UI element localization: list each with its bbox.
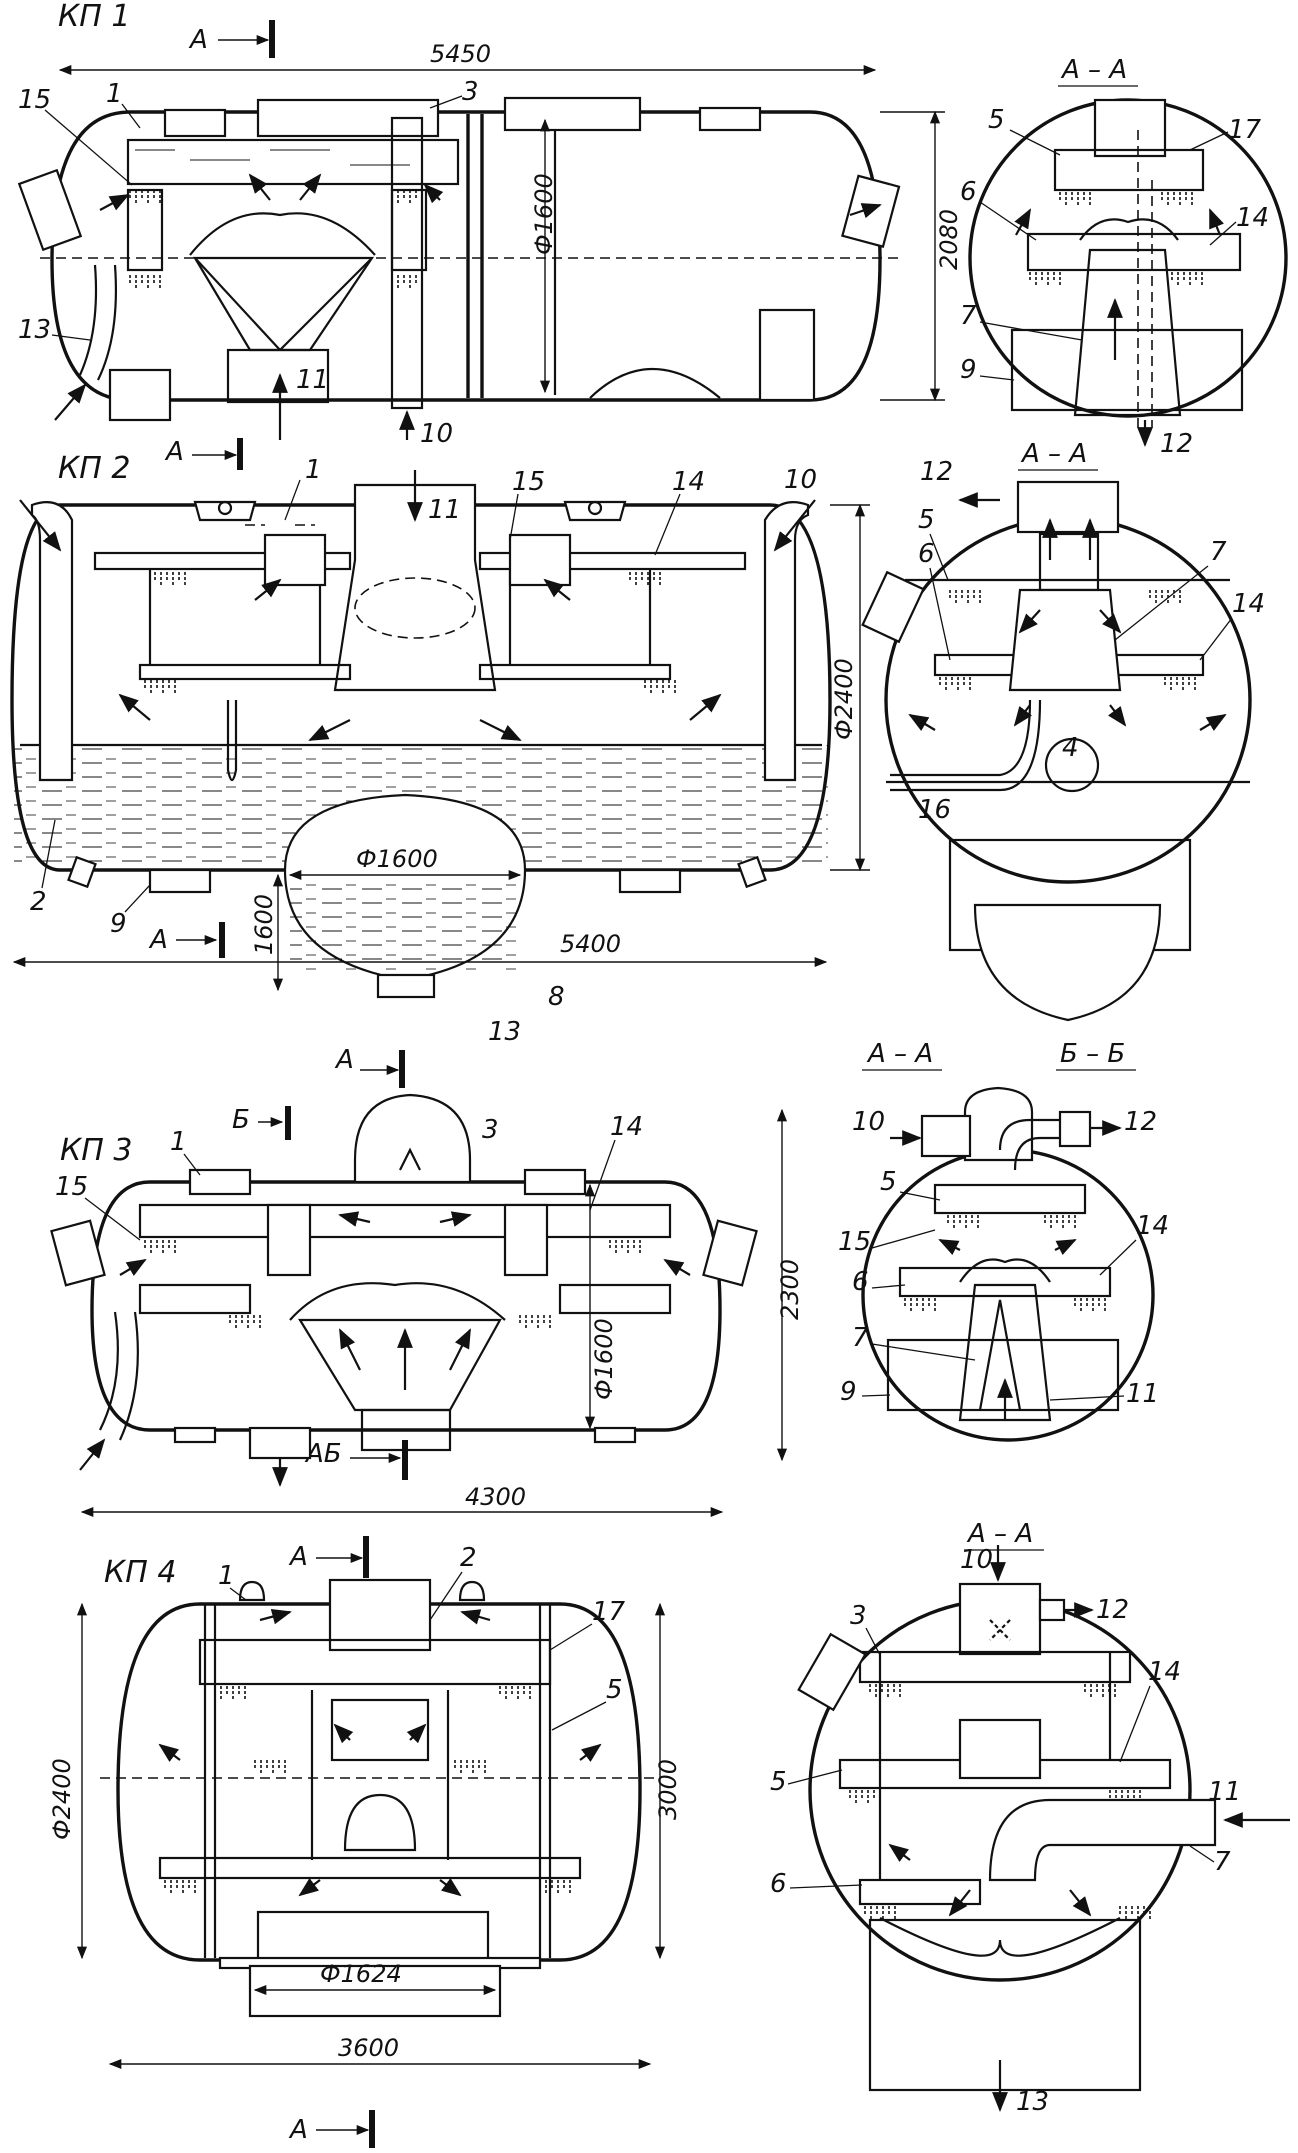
kp2-callout-10: 10 xyxy=(784,465,817,495)
kp1s-callout-7: 7 xyxy=(960,301,977,331)
kp2s-callout-4: 4 xyxy=(1062,733,1079,763)
kp4-callout-5: 5 xyxy=(606,1675,623,1705)
kp3s-callout-15: 15 xyxy=(838,1227,871,1257)
kp1s-callout-12: 12 xyxy=(1160,429,1193,459)
kp1-dim-diameter: Ф1600 xyxy=(530,173,558,255)
kp2s-callout-12: 12 xyxy=(920,457,953,487)
kp2s-callout-7: 7 xyxy=(1210,537,1227,567)
kp3s-callout-14: 14 xyxy=(1136,1211,1169,1241)
kp1-callout-11: 11 xyxy=(296,365,329,395)
kp3s-callout-6: 6 xyxy=(852,1267,869,1297)
kp3-cut-label-b: Б xyxy=(232,1105,250,1135)
kp4s-callout-3: 3 xyxy=(850,1601,867,1631)
kp3-callout-15: 15 xyxy=(55,1172,88,1202)
kp2-dim-diameter: Ф2400 xyxy=(830,658,858,740)
kp4s-callout-6: 6 xyxy=(770,1869,787,1899)
kp2-callout-8: 8 xyxy=(548,982,565,1012)
kp2-dim-sump-height: 1600 xyxy=(250,894,278,955)
kp3s-callout-7: 7 xyxy=(852,1323,869,1353)
kp4-group: КП 4 А А xyxy=(48,1519,1290,2148)
kp2-callout-13: 13 xyxy=(488,1017,521,1047)
kp3-section-label-aa: А – А xyxy=(866,1039,933,1069)
kp1s-callout-14: 14 xyxy=(1236,203,1269,233)
kp3-dim-diameter: Ф1600 xyxy=(590,1318,618,1400)
kp2-dim-length: 5400 xyxy=(560,930,621,958)
kp3s-callout-10: 10 xyxy=(852,1107,885,1137)
kp3s-callout-12: 12 xyxy=(1124,1107,1157,1137)
kp1-callout-3: 3 xyxy=(462,77,479,107)
kp1-title: КП 1 xyxy=(58,0,130,34)
kp3s-callout-5: 5 xyxy=(880,1167,897,1197)
kp4-dim-diameter: Ф2400 xyxy=(48,1758,76,1840)
kp2s-callout-14: 14 xyxy=(1232,589,1265,619)
kp2s-callout-6: 6 xyxy=(918,539,935,569)
kp1s-callout-17: 17 xyxy=(1228,115,1262,145)
kp2-title: КП 2 xyxy=(58,451,130,486)
kp2-cut-label-bottom: А xyxy=(148,925,168,955)
kp2-section-label: А – А xyxy=(1020,439,1087,469)
kp2-callout-9: 9 xyxy=(110,909,127,939)
kp3-callout-14: 14 xyxy=(610,1112,643,1142)
kp4-dim-bottom: Ф1624 xyxy=(320,1960,402,1988)
kp1-cut-label: А xyxy=(188,25,208,55)
kp1-callout-13: 13 xyxy=(18,315,51,345)
kp4-dim-height: 3000 xyxy=(654,1759,682,1820)
kp1-dim-length: 5450 xyxy=(430,40,491,68)
kp3-title: КП 3 xyxy=(60,1133,132,1168)
kp3-callout-3: 3 xyxy=(482,1115,499,1145)
kp4s-callout-12: 12 xyxy=(1096,1595,1129,1625)
kp4s-callout-10: 10 xyxy=(960,1545,993,1575)
kp1-dim-height: 2080 xyxy=(935,209,963,270)
kp4-callout-17: 17 xyxy=(592,1597,626,1627)
kp4-dim-length: 3600 xyxy=(338,2034,399,2062)
kp2s-callout-5: 5 xyxy=(918,505,935,535)
kp4-title: КП 4 xyxy=(104,1555,176,1590)
kp1s-callout-9: 9 xyxy=(960,355,977,385)
kp4s-callout-14: 14 xyxy=(1148,1657,1181,1687)
kp1s-callout-5: 5 xyxy=(988,105,1005,135)
kp4-cut-label-top: А xyxy=(288,1542,308,1572)
kp4-callout-2: 2 xyxy=(460,1543,477,1573)
kp3-section-label-bb: Б – Б xyxy=(1060,1039,1125,1069)
kp1-callout-1: 1 xyxy=(106,79,123,109)
kp2-callout-14: 14 xyxy=(672,467,705,497)
kp3-dim-length: 4300 xyxy=(465,1483,526,1511)
kp2-group: КП 2 А А xyxy=(10,437,1265,1047)
kp3-group: КП 3 А Б АБ xyxy=(50,1039,1169,1518)
kp4s-callout-5: 5 xyxy=(770,1767,787,1797)
kp1-section-label: А – А xyxy=(1060,55,1127,85)
kp2-callout-1: 1 xyxy=(305,455,322,485)
kp4s-callout-13: 13 xyxy=(1016,2087,1049,2117)
kp2-callout-2: 2 xyxy=(30,887,47,917)
kp2-callout-15: 15 xyxy=(512,467,545,497)
kp4s-callout-11: 11 xyxy=(1208,1777,1241,1807)
kp1-group: КП 1 А 5450 xyxy=(17,0,1288,459)
kp3-callout-1: 1 xyxy=(170,1127,187,1157)
kp3-cut-label-a: А xyxy=(334,1045,354,1075)
kp3s-callout-9: 9 xyxy=(840,1377,857,1407)
kp4s-callout-7: 7 xyxy=(1214,1847,1231,1877)
kp2-cut-label-top: А xyxy=(164,437,184,467)
kp1-callout-10: 10 xyxy=(420,419,453,449)
kp4-callout-1: 1 xyxy=(218,1561,235,1591)
kp2s-callout-16: 16 xyxy=(918,795,951,825)
kp2-dim-sump: Ф1600 xyxy=(356,845,438,873)
kp3-dim-height: 2300 xyxy=(776,1259,804,1320)
kp2-callout-11: 11 xyxy=(428,495,461,525)
kp4-section-label: А – А xyxy=(966,1519,1033,1549)
kp3s-callout-11: 11 xyxy=(1126,1379,1159,1409)
kp1s-callout-6: 6 xyxy=(960,177,977,207)
kp4-cut-label-bottom: А xyxy=(288,2115,308,2145)
